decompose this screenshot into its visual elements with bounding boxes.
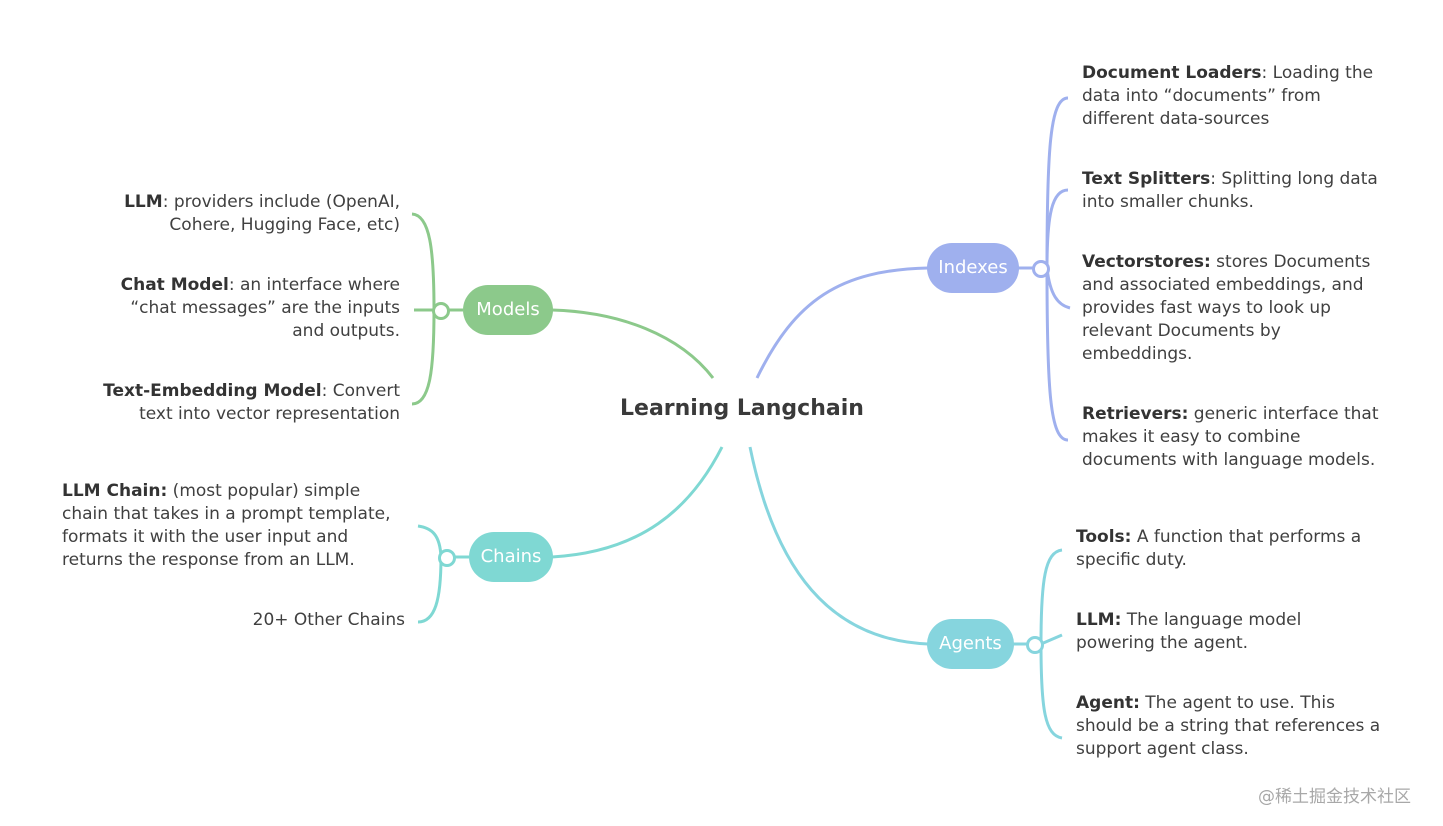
watermark: @稀土掘金技术社区 [1258, 787, 1411, 807]
agents-leaf-agent[interactable]: Agent: The agent to use. This should be … [1076, 692, 1382, 761]
branch-indexes-line [755, 266, 929, 379]
agents-collapse-knob[interactable] [1026, 636, 1044, 654]
leaf-text: : providers include (OpenAI, Cohere, Hug… [162, 192, 400, 235]
models-node-label: Models [476, 299, 540, 320]
indexes-leaf-text-splitters[interactable]: Text Splitters: Splitting long data into… [1082, 168, 1382, 214]
leaf-term: LLM: [1076, 610, 1122, 630]
leaf-text: : an interface where “chat messages” are… [130, 275, 400, 341]
leaf-text: : Convert text into vector representatio… [139, 381, 400, 424]
leaf-text: (most popular) simple chain that takes i… [62, 481, 391, 570]
leaf-term: LLM [124, 192, 163, 212]
branch-chains-line [551, 446, 724, 559]
chains-node-label: Chains [480, 546, 542, 567]
leaf-text: : Loading the data into “documents” from… [1082, 63, 1374, 129]
models-leaf-chat-model[interactable]: Chat Model: an interface where “chat mes… [110, 274, 400, 343]
agents-node[interactable]: Agents [927, 619, 1014, 669]
models-leaf-llm[interactable]: LLM: providers include (OpenAI, Cohere, … [110, 191, 400, 237]
leaf-term: LLM Chain: [62, 481, 168, 501]
central-topic[interactable]: Learning Langchain [620, 396, 864, 421]
chains-node[interactable]: Chains [469, 532, 553, 582]
leaf-term: Vectorstores: [1082, 252, 1211, 272]
leaf-text: A function that performs a specific duty… [1076, 527, 1362, 570]
chains-collapse-knob[interactable] [438, 549, 456, 567]
leaf-text: The agent to use. This should be a strin… [1076, 693, 1381, 759]
chains-leaf-llm-chain[interactable]: LLM Chain: (most popular) simple chain t… [62, 480, 410, 572]
leaf-text: : Splitting long data into smaller chunk… [1082, 169, 1378, 212]
leaf-term: Tools: [1076, 527, 1132, 547]
agents-leaf-tools[interactable]: Tools: A function that performs a specif… [1076, 526, 1376, 572]
leaf-term: Agent: [1076, 693, 1140, 713]
agents-leaf-llm[interactable]: LLM: The language model powering the age… [1076, 609, 1376, 655]
indexes-node-label: Indexes [938, 257, 1008, 278]
leaf-text: generic interface that makes it easy to … [1082, 404, 1379, 470]
chains-leaf-other-chains[interactable]: 20+ Other Chains [200, 609, 405, 632]
leaf-term: Chat Model [120, 275, 229, 295]
leaf-term: Text Splitters [1082, 169, 1211, 189]
models-node[interactable]: Models [463, 285, 553, 335]
indexes-leaf-retrievers[interactable]: Retrievers: generic interface that makes… [1082, 403, 1388, 472]
leaf-text: stores Documents and associated embeddin… [1082, 252, 1371, 364]
branch-models-line [551, 308, 715, 379]
leaf-text: The language model powering the agent. [1076, 610, 1302, 653]
models-collapse-knob[interactable] [432, 302, 450, 320]
indexes-node[interactable]: Indexes [927, 243, 1019, 293]
leaf-text: 20+ Other Chains [252, 610, 405, 630]
leaf-term: Document Loaders [1082, 63, 1262, 83]
leaf-term: Retrievers: [1082, 404, 1189, 424]
indexes-leaf-vectorstores[interactable]: Vectorstores: stores Documents and assoc… [1082, 251, 1382, 366]
branch-agents-line [748, 446, 929, 646]
models-leaf-text-embedding[interactable]: Text-Embedding Model: Convert text into … [100, 380, 400, 426]
leaf-term: Text-Embedding Model [103, 381, 322, 401]
indexes-collapse-knob[interactable] [1032, 260, 1050, 278]
agents-node-label: Agents [939, 633, 1002, 654]
indexes-leaf-document-loaders[interactable]: Document Loaders: Loading the data into … [1082, 62, 1382, 131]
